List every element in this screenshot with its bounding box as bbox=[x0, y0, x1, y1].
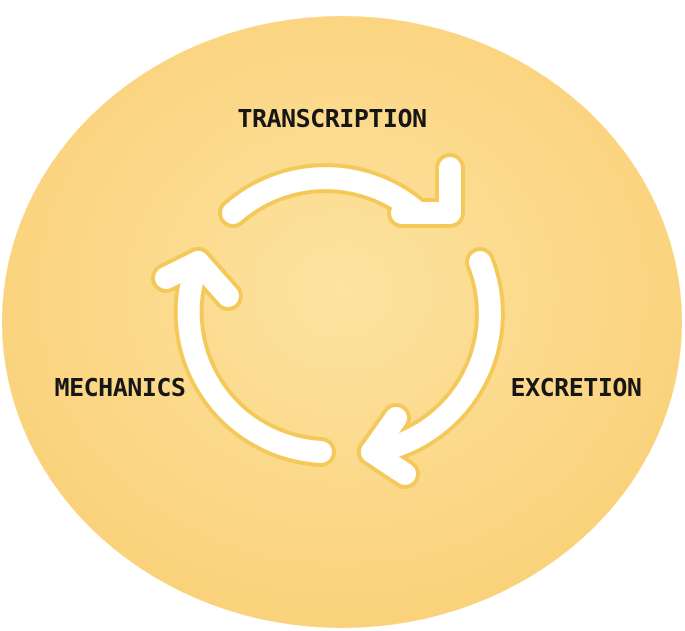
stage-label-transcription: TRANSCRIPTION bbox=[237, 104, 426, 133]
background-circle bbox=[2, 16, 682, 628]
stage-label-excretion: EXCRETION bbox=[511, 373, 642, 402]
stage-label-mechanics: MECHANICS bbox=[55, 373, 186, 402]
cycle-arrows-icon bbox=[151, 153, 505, 489]
